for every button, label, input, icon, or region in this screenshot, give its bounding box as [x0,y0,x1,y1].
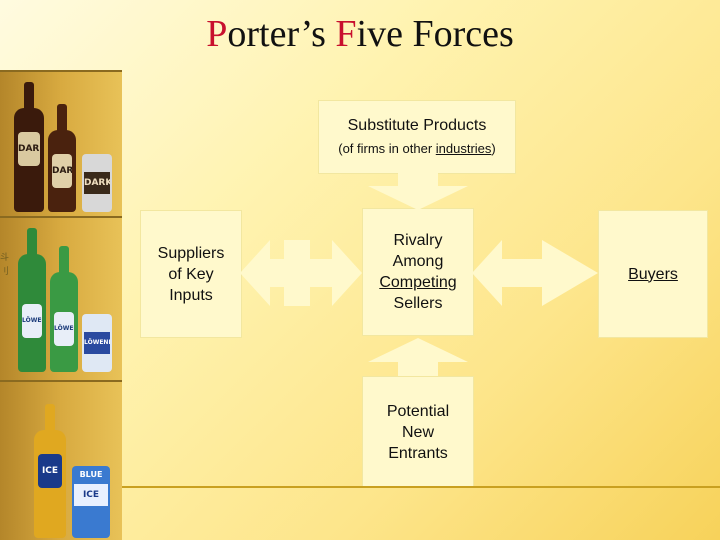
arrow-left-right-suppliers [240,240,362,306]
arrow-up-entrants [368,338,468,376]
arrow-down-substitute [368,172,468,210]
beer-bottle: LÖWENBRÄU [18,228,46,372]
slide-title: Porter’s Five Forces [0,12,720,56]
substitute-products-box: Substitute Products (of firms in other i… [318,100,516,174]
entrants-line: Entrants [388,444,448,462]
beer-can: DARK [82,154,112,212]
divider [0,380,122,382]
beer-bottle: DARK [48,104,76,212]
beer-can: LÖWENBRÄU [82,314,112,372]
can-label: ICE [74,484,108,506]
can-label: DARK [84,172,110,194]
can-top-text: BLUE [79,470,103,479]
suppliers-line: Inputs [169,286,213,304]
entrants-line: Potential [386,402,450,420]
edge-glyph: 刂 [0,266,10,276]
title-f-rest: ive Forces [356,13,514,55]
beer-bottle: DARK [14,82,44,212]
green-beer-panel: LÖWENBRÄU LÖWENBRÄU LÖWENBRÄU [12,218,112,378]
rivalry-box: Rivalry Among Competing Sellers [362,208,474,336]
title-f-letter: F [335,13,357,55]
beer-bottle: LÖWENBRÄU [50,246,78,372]
suppliers-box: Suppliers of Key Inputs [140,210,242,338]
can-label: LÖWENBRÄU [84,332,110,354]
bottle-label: ICE [38,454,62,488]
substitute-prefix: (of firms in other [338,141,436,156]
beer-bottle: ICE [34,404,66,538]
arrow-right-buyers [472,240,598,306]
bottle-label: LÖWENBRÄU [22,304,42,338]
rivalry-line: Rivalry [393,232,443,249]
ice-beer-panel: ICE BLUE ICE [12,382,112,540]
substitute-subtitle: (of firms in other industries) [338,138,496,159]
potential-entrants-box: Potential New Entrants [362,376,474,488]
edge-glyph: 斗 [0,252,10,262]
dark-beer-panel: DARK DARK DARK [12,70,112,216]
bottle-label: LÖWENBRÄU [54,312,74,346]
substitute-title: Substitute Products [347,117,487,134]
beer-product-image: 斗 刂 DARK DARK DARK LÖWENBRÄU LÖWENBRÄU L… [0,70,122,540]
title-p-rest: orter’s [227,13,336,55]
entrants-line: New [401,423,434,441]
competing-link[interactable]: Competing [379,274,457,291]
divider [0,216,122,218]
industries-link[interactable]: industries [435,141,492,156]
suppliers-line: of Key [168,265,214,283]
buyers-link[interactable]: Buyers [628,265,678,283]
substitute-suffix: ) [491,141,496,156]
bottom-rule [122,486,720,488]
beer-can: BLUE ICE [72,466,110,538]
bottle-label: DARK [18,132,40,166]
suppliers-line: Suppliers [157,244,225,262]
rivalry-line: Among [392,253,444,270]
bottle-label: DARK [52,154,72,188]
title-p-letter: P [206,13,228,55]
divider [0,70,122,72]
buyers-box: Buyers [598,210,708,338]
rivalry-line: Sellers [393,295,443,312]
